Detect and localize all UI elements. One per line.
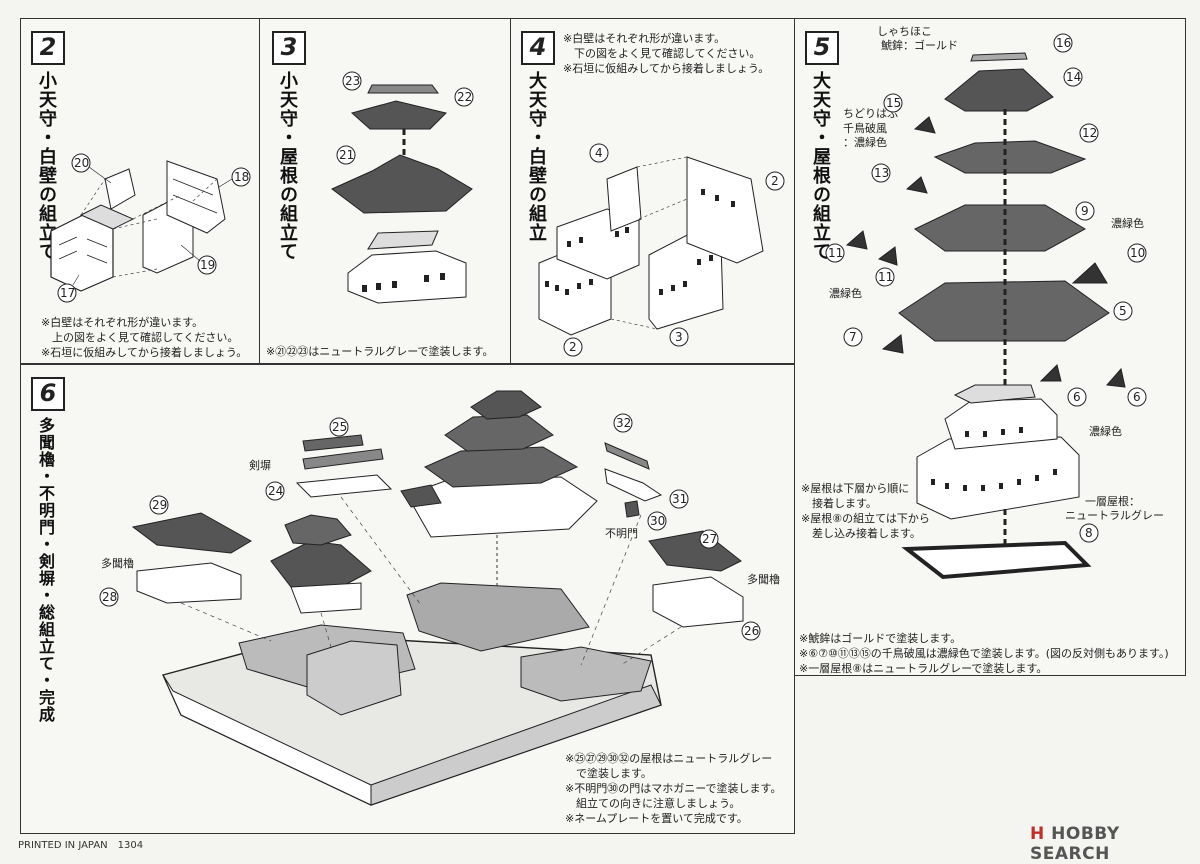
svg-text:5: 5: [1119, 304, 1127, 318]
step5-title: 大天守・屋根の組立て: [810, 71, 831, 261]
svg-text:多聞櫓: 多聞櫓: [747, 572, 780, 586]
step4-diagram: 4 2 2 3: [538, 143, 785, 357]
step6-number: 6: [31, 377, 65, 411]
svg-text:31: 31: [672, 492, 687, 506]
svg-text:13: 13: [874, 166, 889, 180]
svg-text:多聞櫓: 多聞櫓: [101, 556, 134, 570]
step2-title: 小天守・白壁の組立て: [36, 71, 57, 261]
step4-number: 4: [521, 31, 555, 65]
part-18: 18: [234, 170, 249, 184]
svg-text:4: 4: [595, 146, 603, 160]
svg-text:14: 14: [1066, 70, 1081, 84]
svg-text:6: 6: [1133, 390, 1141, 404]
svg-text:24: 24: [268, 484, 283, 498]
svg-text:濃緑色: 濃緑色: [829, 286, 862, 300]
svg-text:11: 11: [878, 270, 893, 284]
svg-text:濃緑色: 濃緑色: [1111, 216, 1144, 230]
part-17: 17: [60, 286, 75, 300]
part-19: 19: [200, 258, 215, 272]
svg-text:16: 16: [1056, 36, 1071, 50]
hobby-search-brand: H HOBBY SEARCH: [1030, 824, 1200, 864]
step3-panel: 3 小天守・屋根の組立て 23 22 21 ※㉑㉒㉓はニュートラルグレーで塗装し…: [259, 18, 511, 364]
svg-text:一層屋根：: 一層屋根：: [1085, 494, 1140, 508]
svg-text:8: 8: [1085, 526, 1093, 540]
svg-text:鯱鉾：ゴールド: 鯱鉾：ゴールド: [881, 38, 958, 52]
step4-title: 大天守・白壁の組立: [526, 71, 547, 242]
svg-text:23: 23: [345, 74, 360, 88]
svg-text:不明門: 不明門: [605, 527, 638, 540]
step2-diagram: 20 18 19 17: [50, 153, 251, 303]
svg-text:濃緑色: 濃緑色: [1089, 424, 1122, 438]
svg-text:剣塀: 剣塀: [249, 459, 271, 472]
svg-text:9: 9: [1081, 204, 1089, 218]
step3-title: 小天守・屋根の組立て: [277, 71, 298, 261]
svg-text:3: 3: [675, 330, 683, 344]
step5-side-notes: ※屋根は下層から順に 接着します。 ※屋根⑧の組立ては下から 差し込み接着します…: [801, 482, 930, 540]
step5-panel: 5 大天守・屋根の組立て しゃちほこ 鯱鉾：ゴールド ちどりはふ 千鳥破風 ：濃…: [794, 18, 1186, 676]
svg-text:32: 32: [616, 416, 631, 430]
svg-text:11: 11: [828, 246, 843, 260]
step3-notes: ※㉑㉒㉓はニュートラルグレーで塗装します。: [266, 345, 494, 358]
step2-panel: 2 小天守・白壁の組立て 20 18 19 17 ※白壁はそれぞれ形が違います。…: [20, 18, 260, 364]
svg-text:2: 2: [569, 340, 577, 354]
step4-panel: 4 大天守・白壁の組立 ※白壁はそれぞれ形が違います。 下の図をよく見て確認して…: [510, 18, 795, 364]
svg-text:28: 28: [102, 590, 117, 604]
part-20: 20: [74, 156, 89, 170]
svg-text:6: 6: [1073, 390, 1081, 404]
svg-text:27: 27: [702, 532, 717, 546]
printed-in-japan: PRINTED IN JAPAN 1304: [18, 840, 144, 851]
step6-title: 多聞櫓・不明門・剣塀・総組立て・完成: [36, 417, 55, 723]
step5-bottom-notes: ※鯱鉾はゴールドで塗装します。 ※⑥⑦⑩⑪⑬⑮の千鳥破風は濃緑色で塗装します。(…: [799, 632, 1169, 675]
step2-notes: ※白壁はそれぞれ形が違います。 上の図をよく見て確認してください。 ※石垣に仮組…: [41, 316, 248, 359]
step6-notes: ※㉕㉗㉙㉚㉜の屋根はニュートラルグレー で塗装します。 ※不明門㉚の門はマホガニ…: [565, 752, 782, 825]
svg-text:30: 30: [650, 514, 665, 528]
step6-diagram: 剣塀 多聞櫓 多聞櫓 不明門 25 24 29 28 32 31 30 27 2…: [99, 390, 780, 806]
svg-text:2: 2: [771, 174, 779, 188]
svg-text:：濃緑色: ：濃緑色: [843, 135, 887, 149]
svg-text:ニュートラルグレー: ニュートラルグレー: [1065, 508, 1164, 522]
svg-text:しゃちほこ: しゃちほこ: [877, 25, 932, 38]
step3-diagram: 23 22 21: [331, 71, 474, 304]
svg-text:26: 26: [744, 624, 759, 638]
svg-text:ちどりはふ: ちどりはふ: [843, 107, 898, 120]
svg-text:15: 15: [886, 96, 901, 110]
svg-text:25: 25: [332, 420, 347, 434]
svg-text:29: 29: [152, 498, 167, 512]
svg-text:12: 12: [1082, 126, 1097, 140]
step5-diagram: しゃちほこ 鯱鉾：ゴールド ちどりはふ 千鳥破風 ：濃緑色 濃緑色 濃緑色 濃緑…: [825, 25, 1164, 580]
svg-text:22: 22: [457, 90, 472, 104]
svg-text:7: 7: [849, 330, 857, 344]
svg-text:千鳥破風: 千鳥破風: [843, 121, 887, 135]
hobby-search-logo-icon: H: [1030, 824, 1045, 844]
svg-text:21: 21: [339, 148, 354, 162]
step5-number: 5: [805, 31, 839, 65]
svg-text:10: 10: [1130, 246, 1145, 260]
step4-notes: ※白壁はそれぞれ形が違います。 下の図をよく見て確認してください。 ※石垣に仮組…: [563, 32, 770, 75]
step6-panel: 6 多聞櫓・不明門・剣塀・総組立て・完成: [20, 364, 795, 834]
step2-number: 2: [31, 31, 65, 65]
step3-number: 3: [272, 31, 306, 65]
